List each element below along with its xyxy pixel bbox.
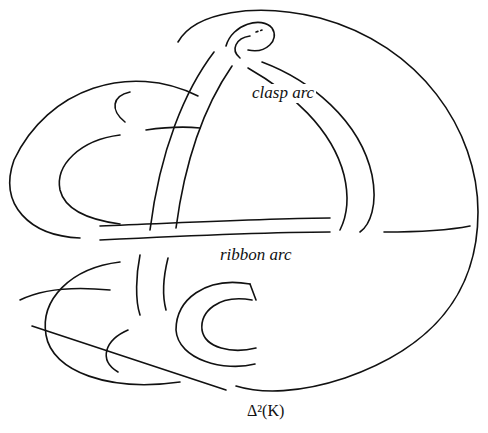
knot-strand (248, 68, 347, 230)
knot-strand (178, 10, 478, 391)
figure-caption: Δ²(K) (247, 402, 284, 420)
knot-strand (32, 326, 226, 390)
knot-strand (150, 52, 214, 230)
clasp-hidden (256, 30, 262, 32)
arc-label: clasp arc (250, 84, 316, 103)
ribbon-band (250, 284, 256, 300)
knot-strand (10, 81, 198, 238)
clasp-hook (235, 36, 250, 58)
knot-strand (115, 92, 130, 122)
knot-strand (45, 262, 180, 385)
ribbon-band (176, 282, 255, 366)
arc-label: ribbon arc (218, 246, 294, 265)
ribbon-band (202, 299, 256, 350)
knot-strand (100, 232, 330, 240)
knot-strand (384, 226, 470, 232)
knot-strand (137, 255, 140, 315)
knot-strand (59, 135, 120, 224)
knot-strand (146, 127, 200, 130)
knot-strand (164, 258, 168, 310)
knot-strand (100, 218, 330, 226)
knot-strand (20, 288, 110, 300)
